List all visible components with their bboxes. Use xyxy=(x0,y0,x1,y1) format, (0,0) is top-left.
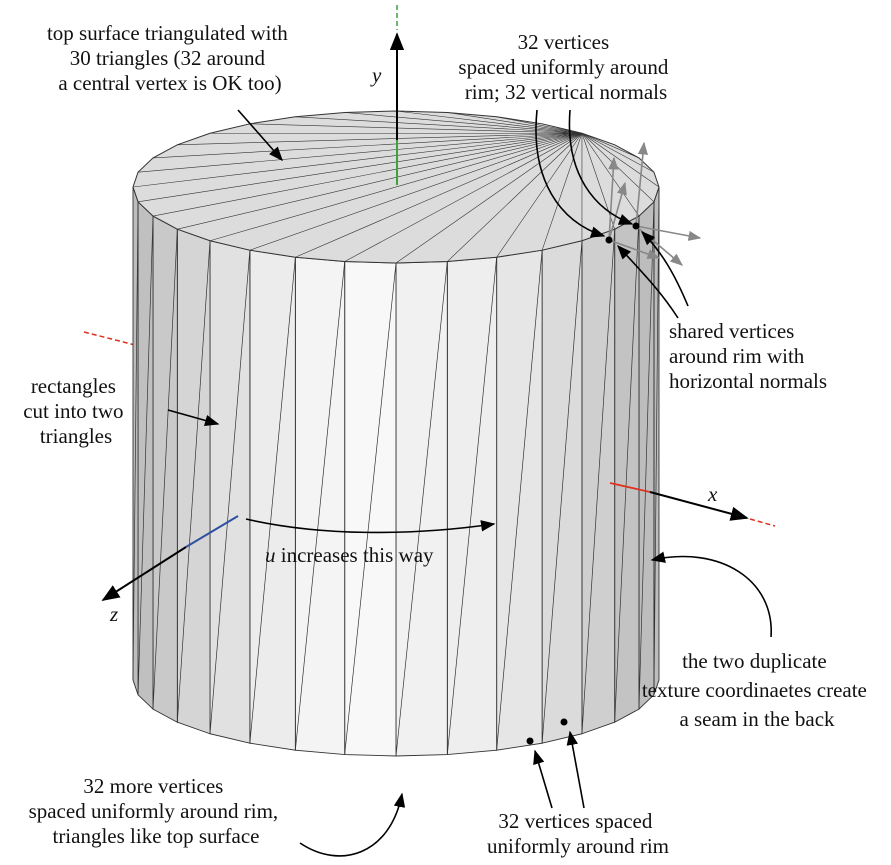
z-axis-blue xyxy=(185,515,239,548)
top-triangle-edge xyxy=(496,133,583,258)
top-triangle-edge xyxy=(177,132,582,146)
cylinder-top-surface xyxy=(132,110,660,264)
top-triangle-edge xyxy=(295,132,583,258)
facet-diagonal xyxy=(581,229,616,734)
top-triangle-edge xyxy=(177,132,583,230)
x-axis-red-near xyxy=(609,482,651,493)
z-axis-arrow xyxy=(101,546,187,601)
u-direction-label: u increases this way xyxy=(265,543,434,567)
facet-diagonal xyxy=(614,216,640,723)
x-axis-red-far xyxy=(749,518,776,527)
top-triangle-edge xyxy=(344,132,583,262)
top-triangle-edge xyxy=(395,110,583,134)
facet-diagonal xyxy=(496,250,543,751)
rectangles-label: rectangles cut into two triangles xyxy=(23,374,129,448)
bottom-vertices-arrow-2 xyxy=(566,730,585,809)
shared-vertices-label: shared vertices around rim with horizont… xyxy=(669,319,827,393)
facet-diagonal xyxy=(653,186,660,695)
facet-diagonal xyxy=(395,261,448,757)
top-triangle-edge xyxy=(344,112,582,134)
top-vertices-arrow-2 xyxy=(568,109,634,225)
top-triangle-edge xyxy=(581,133,615,230)
seam-label: the two duplicate texture coordinaetes c… xyxy=(642,649,872,731)
bottom-rim-label: 32 more vertices spaced uniformly around… xyxy=(29,774,284,848)
facet-diagonal xyxy=(638,201,655,710)
top-triangle-edge xyxy=(581,133,640,217)
top-vertices-arrow-1 xyxy=(535,109,606,238)
cylinder-side xyxy=(132,186,660,757)
top-triangle-edge xyxy=(138,132,582,173)
facet-diagonal xyxy=(209,250,251,734)
top-triangle-edge xyxy=(581,132,640,159)
top-triangle-edge xyxy=(249,132,583,251)
top-surface-arrow xyxy=(237,109,283,162)
rim-vertex-dot xyxy=(632,222,640,230)
facet-diagonal xyxy=(344,262,397,755)
shared-vertices-arrow-2 xyxy=(640,230,689,307)
x-axis-label: x xyxy=(707,482,718,506)
top-triangle-edge xyxy=(138,132,583,203)
top-triangle-edge xyxy=(447,112,583,134)
seam-arrow xyxy=(650,551,772,638)
facet-diagonal xyxy=(541,240,583,744)
x-axis-back xyxy=(83,331,136,346)
facet-diagonal xyxy=(137,216,154,695)
facet-diagonal xyxy=(176,240,211,723)
top-triangle-edge xyxy=(153,132,582,159)
rim-vertex-dot xyxy=(526,737,534,745)
bottom-vertices-arrow-1 xyxy=(533,749,553,809)
facet-diagonal xyxy=(446,257,497,755)
y-axis-label: y xyxy=(370,63,382,87)
top-surface-label: top surface triangulated with 30 triangl… xyxy=(47,21,293,95)
top-triangle-edge xyxy=(581,133,660,188)
rim-vertex-dot xyxy=(560,718,568,726)
z-axis-label: z xyxy=(109,602,118,626)
top-triangle-edge xyxy=(132,132,583,188)
facet-diagonal xyxy=(295,261,346,751)
top-triangle-edge xyxy=(295,116,582,134)
bottom-vertices-label: 32 vertices spaced uniformly around rim xyxy=(487,809,669,858)
top-triangle-edge xyxy=(152,132,583,217)
top-vertices-label: 32 vertices spaced uniformly around rim;… xyxy=(458,30,673,104)
u-direction-arrow xyxy=(245,518,496,534)
rim-vertex-dot xyxy=(605,236,613,244)
shared-vertices-arrow-1 xyxy=(617,244,679,319)
facet-diagonal xyxy=(132,201,139,681)
top-triangle-edge xyxy=(541,133,583,251)
top-triangle-edge xyxy=(447,133,583,262)
x-axis-arrow xyxy=(649,491,749,521)
top-triangle-edge xyxy=(395,133,583,264)
rectangles-arrow xyxy=(167,409,220,427)
top-triangle-edge xyxy=(496,116,583,134)
top-triangle-edge xyxy=(249,123,582,134)
bottom-rim-arrow xyxy=(299,792,406,857)
facet-diagonal xyxy=(152,229,178,710)
top-triangle-edge xyxy=(209,132,583,242)
facet-diagonal xyxy=(249,257,296,744)
